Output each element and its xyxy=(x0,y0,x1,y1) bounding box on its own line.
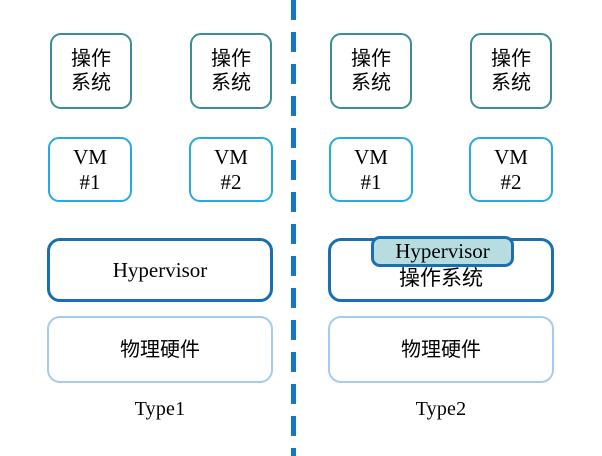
type1-physical-hardware-box: 物理硬件 xyxy=(47,316,273,383)
type2-vm-box-2-line1: VM xyxy=(494,144,528,169)
type1-guest-os-box-2-line1: 操作 xyxy=(211,46,251,71)
type1-vm-box-1-line1: VM xyxy=(73,144,107,169)
type1-vm-box-1: VM #1 xyxy=(48,137,132,202)
type1-hypervisor-label: Hypervisor xyxy=(112,257,208,282)
type2-guest-os-box-2-line2: 系统 xyxy=(491,70,531,94)
type2-guest-os-box-1-line1: 操作 xyxy=(351,46,391,71)
type2-vm-box-2-line2: #2 xyxy=(500,169,522,194)
type2-physical-hardware-box: 物理硬件 xyxy=(328,316,554,383)
type2-guest-os-box-1: 操作 系统 xyxy=(330,33,412,109)
type2-hypervisor-badge: Hypervisor xyxy=(371,236,514,267)
type2-caption: Type2 xyxy=(415,398,467,420)
type2-vm-box-1-line2: #1 xyxy=(360,169,382,194)
type1-caption: Type1 xyxy=(134,398,186,420)
type1-physical-hardware-label: 物理硬件 xyxy=(120,336,200,361)
type1-guest-os-box-1: 操作 系统 xyxy=(50,33,132,109)
type1-vm-box-1-line2: #1 xyxy=(79,169,101,194)
type1-vm-box-2-line1: VM xyxy=(214,144,248,169)
type1-hypervisor-box: Hypervisor xyxy=(47,238,273,302)
type2-vm-box-1: VM #1 xyxy=(329,137,413,202)
type1-guest-os-box-1-line1: 操作 xyxy=(71,46,111,71)
type2-guest-os-box-2: 操作 系统 xyxy=(470,33,552,109)
type2-guest-os-box-1-line2: 系统 xyxy=(351,70,391,94)
type1-guest-os-box-2: 操作 系统 xyxy=(190,33,272,109)
type1-vm-box-2-line2: #2 xyxy=(220,169,242,194)
panel-divider-dashed-line xyxy=(291,0,296,456)
type1-guest-os-box-2-line2: 系统 xyxy=(211,70,251,94)
type1-vm-box-2: VM #2 xyxy=(189,137,273,202)
type2-physical-hardware-label: 物理硬件 xyxy=(401,336,481,361)
type2-host-os-label: 操作系统 xyxy=(399,266,483,291)
type2-vm-box-1-line1: VM xyxy=(354,144,388,169)
type1-guest-os-box-1-line2: 系统 xyxy=(71,70,111,94)
type2-guest-os-box-2-line1: 操作 xyxy=(491,46,531,71)
type2-hypervisor-badge-label: Hypervisor xyxy=(395,239,490,263)
type2-vm-box-2: VM #2 xyxy=(469,137,553,202)
